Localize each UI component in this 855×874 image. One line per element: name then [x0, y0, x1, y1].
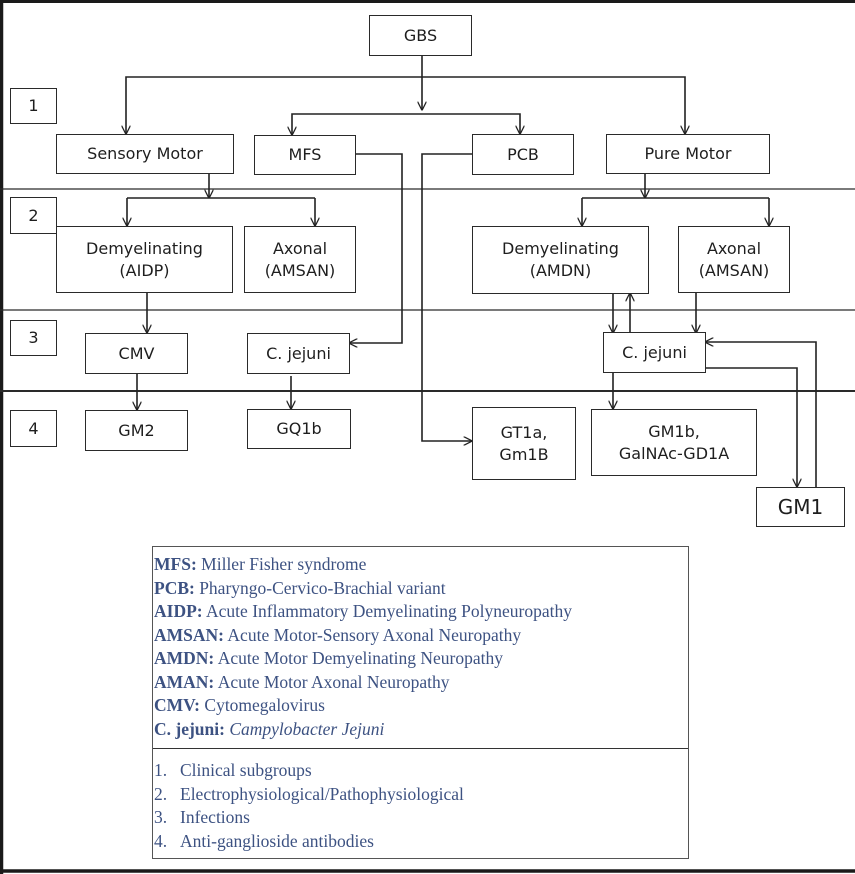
edge-gm1-cjejuni: [705, 342, 817, 487]
abbreviation-item: AMAN: Acute Motor Axonal Neuropathy: [153, 671, 688, 695]
abbreviation-list: MFS: Miller Fisher syndrome PCB: Pharyng…: [153, 553, 688, 741]
node-demyelinating-amdn: Demyelinating (AMDN): [472, 226, 649, 294]
edge-gbs-pure-motor: [422, 76, 685, 134]
edge-pcb-gt1a: [421, 153, 472, 441]
level-number: 4.: [154, 830, 168, 851]
abbreviation-key: PCB:: [154, 577, 195, 598]
legend-box: MFS: Miller Fisher syndrome PCB: Pharyng…: [152, 546, 689, 859]
level-description-item: 2. Electrophysiological/Pathophysiologica…: [153, 783, 688, 807]
level-separators: [0, 188, 855, 392]
level-label: Infections: [180, 807, 250, 827]
node-cmv: CMV: [85, 333, 188, 374]
level-number: 1.: [154, 760, 168, 780]
node-axonal-amsan-right: Axonal (AMSAN): [678, 226, 790, 293]
node-pure-motor: Pure Motor: [606, 134, 770, 174]
abbreviation-definition: Acute Motor-Sensory Axonal Neuropathy: [227, 624, 522, 645]
level-marker-2: 2: [10, 197, 57, 234]
abbreviation-item: MFS: Miller Fisher syndrome: [153, 553, 688, 577]
abbreviation-item: AMSAN: Acute Motor-Sensory Axonal Neurop…: [153, 624, 688, 648]
level-marker-3: 3: [10, 320, 57, 356]
level-number: 3.: [154, 807, 168, 827]
abbreviation-definition: Acute Motor Axonal Neuropathy: [217, 671, 450, 692]
edge-gbs-sensory-motor: [126, 76, 422, 134]
abbreviation-key: AMDN:: [154, 648, 215, 668]
node-gm2: GM2: [85, 410, 188, 451]
level-label: Electrophysiological/Pathophysiological: [180, 783, 464, 804]
node-gm1b-galnac-gd1a: GM1b, GalNAc-GD1A: [591, 409, 757, 476]
abbreviation-item: AMDN: Acute Motor Demyelinating Neuropat…: [153, 647, 688, 671]
node-c-jejuni-right: C. jejuni: [603, 332, 706, 373]
legend-divider: [153, 748, 688, 749]
abbreviation-definition: Miller Fisher syndrome: [201, 554, 367, 574]
abbreviation-definition: Acute Inflammatory Demyelinating Polyneu…: [206, 601, 572, 621]
abbreviation-item: AIDP: Acute Inflammatory Demyelinating P…: [153, 600, 688, 624]
abbreviation-item: PCB: Pharyngo-Cervico-Brachial variant: [153, 577, 688, 601]
level-number: 2.: [154, 783, 168, 804]
abbreviation-definition: Pharyngo-Cervico-Brachial variant: [199, 577, 446, 598]
level-description-item: 3. Infections: [153, 806, 688, 830]
edge-mfs-cjejuni: [349, 153, 403, 343]
abbreviation-key: CMV:: [154, 695, 201, 715]
abbreviation-key: C. jejuni:: [154, 718, 225, 739]
edge-cjejuni-gm1: [705, 367, 797, 487]
abbreviation-key: AMAN:: [154, 671, 215, 692]
level-marker-1: 1: [10, 88, 57, 124]
abbreviation-definition: Acute Motor Demyelinating Neuropathy: [217, 648, 503, 668]
edge-gbs-mfs: [292, 113, 422, 135]
node-gm1: GM1: [756, 487, 845, 527]
node-sensory-motor: Sensory Motor: [56, 134, 234, 174]
edge-gbs-pcb: [422, 113, 520, 134]
node-mfs: MFS: [254, 135, 356, 175]
node-gq1b: GQ1b: [247, 409, 351, 449]
level-description-item: 4. Anti-ganglioside antibodies: [153, 830, 688, 854]
level-marker-4: 4: [10, 410, 57, 447]
abbreviation-definition: Campylobacter Jejuni: [229, 718, 385, 739]
node-pcb: PCB: [472, 134, 574, 175]
node-demyelinating-aidp: Demyelinating (AIDP): [56, 226, 233, 293]
level-label: Anti-ganglioside antibodies: [180, 830, 374, 851]
level-description-list: 1. Clinical subgroups 2. Electrophysiologi…: [153, 759, 688, 853]
level-description-item: 1. Clinical subgroups: [153, 759, 688, 783]
node-c-jejuni-left: C. jejuni: [247, 333, 350, 374]
abbreviation-key: AIDP:: [154, 601, 203, 621]
node-gbs: GBS: [369, 15, 472, 56]
abbreviation-item: C. jejuni: Campylobacter Jejuni: [153, 718, 688, 742]
abbreviation-definition: Cytomegalovirus: [204, 695, 325, 715]
node-gt1a-gm1b: GT1a, Gm1B: [472, 407, 576, 480]
abbreviation-item: CMV: Cytomegalovirus: [153, 694, 688, 718]
node-axonal-amsan-left: Axonal (AMSAN): [244, 226, 356, 293]
level-label: Clinical subgroups: [180, 760, 312, 780]
abbreviation-key: MFS:: [154, 554, 197, 574]
abbreviation-key: AMSAN:: [154, 624, 224, 645]
